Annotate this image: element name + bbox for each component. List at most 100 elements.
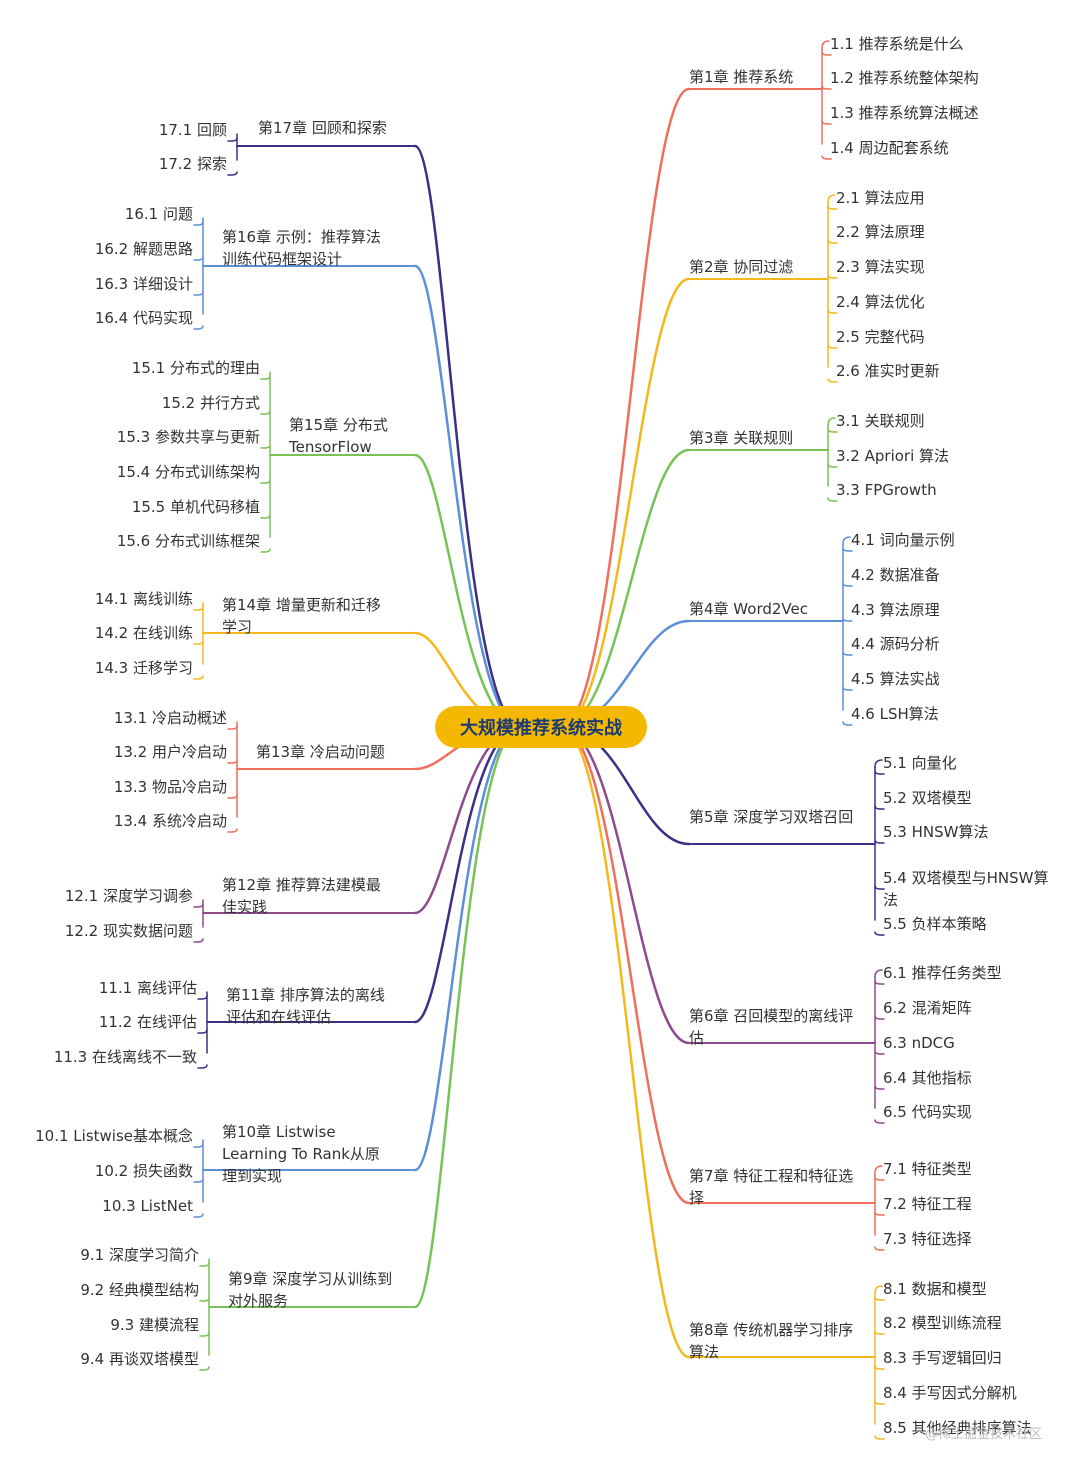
subtopic-node[interactable]: 4.4 源码分析 — [851, 635, 940, 653]
subtopic-node[interactable]: 2.3 算法实现 — [836, 258, 925, 276]
subtopic-node[interactable]: 16.1 问题 — [124, 205, 193, 223]
subtopic-node[interactable]: 9.1 深度学习简介 — [80, 1246, 199, 1264]
subtopic-node[interactable]: 5.3 HNSW算法 — [883, 823, 989, 841]
branch-line-left — [413, 453, 523, 729]
subtopic-node[interactable]: 11.2 在线评估 — [98, 1013, 197, 1031]
subtopic-node[interactable]: 13.4 系统冷启动 — [113, 812, 227, 830]
chapter-node[interactable]: 第6章 召回模型的离线评估 — [689, 1007, 854, 1047]
subtopic-node[interactable]: 8.4 手写因式分解机 — [883, 1384, 1017, 1402]
subtopic-node[interactable]: 13.1 冷启动概述 — [113, 709, 227, 727]
bracket-tick — [874, 885, 885, 890]
chapter-node[interactable]: 第5章 深度学习双塔召回 — [689, 808, 854, 826]
chapter-node[interactable]: 第3章 关联规则 — [689, 429, 794, 447]
subtopic-node[interactable]: 12.2 现实数据问题 — [64, 922, 193, 940]
subtopic-node[interactable]: 6.2 混淆矩阵 — [883, 999, 972, 1017]
subtopic-node[interactable]: 6.5 代码实现 — [883, 1103, 972, 1121]
subtopic-node[interactable]: 5.5 负样本策略 — [883, 915, 987, 933]
subtopic-node[interactable]: 15.1 分布式的理由 — [131, 359, 260, 377]
branch-line-left — [413, 264, 523, 729]
bracket-tick — [193, 325, 204, 330]
chapter-node[interactable]: 第1章 推荐系统 — [689, 68, 794, 86]
subtopic-node[interactable]: 2.2 算法原理 — [836, 223, 925, 241]
chapter-node[interactable]: 第16章 示例：推荐算法训练代码框架设计 — [222, 228, 381, 268]
chapter-node[interactable]: 第11章 排序算法的离线评估和在线评估 — [226, 986, 385, 1026]
bracket-tick — [193, 606, 204, 611]
bracket-top — [842, 536, 851, 545]
chapter-node[interactable]: 第15章 分布式 TensorFlow — [289, 416, 388, 456]
subtopic-node[interactable]: 17.2 探索 — [158, 155, 227, 173]
subtopic-node[interactable]: 13.3 物品冷启动 — [113, 778, 227, 796]
subtopic-node[interactable]: 15.2 并行方式 — [161, 394, 260, 412]
bracket-top — [874, 969, 883, 978]
subtopic-node[interactable]: 7.1 特征类型 — [883, 1160, 972, 1178]
subtopic-node[interactable]: 8.3 手写逻辑回归 — [883, 1349, 1002, 1367]
subtopic-node[interactable]: 9.3 建模流程 — [110, 1316, 199, 1334]
bracket-tick — [842, 686, 853, 691]
subtopic-node[interactable]: 10.2 损失函数 — [94, 1162, 193, 1180]
subtopic-node[interactable]: 14.2 在线训练 — [94, 624, 193, 642]
subtopic-node[interactable]: 1.4 周边配套系统 — [830, 139, 949, 157]
subtopic-node[interactable]: 4.2 数据准备 — [851, 566, 940, 584]
subtopic-node[interactable]: 14.3 迁移学习 — [94, 659, 193, 677]
subtopic-node[interactable]: 4.6 LSH算法 — [851, 705, 939, 723]
subtopic-node[interactable]: 4.5 算法实战 — [851, 670, 940, 688]
subtopic-node[interactable]: 11.3 在线离线不一致 — [53, 1048, 197, 1066]
subtopic-node[interactable]: 2.1 算法应用 — [836, 189, 925, 207]
bracket-tick — [260, 375, 271, 380]
subtopic-node[interactable]: 14.1 离线训练 — [94, 590, 193, 608]
chapter-node[interactable]: 第12章 推荐算法建模最佳实践 — [222, 876, 381, 916]
subtopic-node[interactable]: 3.1 关联规则 — [836, 412, 925, 430]
chapter-node[interactable]: 第9章 深度学习从训练到对外服务 — [228, 1270, 393, 1310]
bracket-tick — [827, 344, 838, 349]
subtopic-node[interactable]: 8.2 模型训练流程 — [883, 1314, 1002, 1332]
subtopic-node[interactable]: 16.2 解题思路 — [94, 240, 193, 258]
subtopic-node[interactable]: 11.1 离线评估 — [98, 979, 197, 997]
chapter-node[interactable]: 第4章 Word2Vec — [689, 600, 808, 618]
subtopic-node[interactable]: 15.6 分布式训练框架 — [116, 532, 260, 550]
subtopic-node[interactable]: 4.1 词向量示例 — [851, 531, 955, 549]
chapter-node[interactable]: 第17章 回顾和探索 — [258, 119, 387, 137]
subtopic-node[interactable]: 9.4 再谈双塔模型 — [80, 1350, 199, 1368]
subtopic-node[interactable]: 5.1 向量化 — [883, 754, 957, 772]
chapter-node[interactable]: 第2章 协同过滤 — [689, 258, 794, 276]
subtopic-node[interactable]: 7.2 特征工程 — [883, 1195, 972, 1213]
subtopic-node[interactable]: 1.3 推荐系统算法概述 — [830, 104, 979, 122]
subtopic-node[interactable]: 7.3 特征选择 — [883, 1230, 972, 1248]
bracket-tick — [827, 497, 838, 502]
subtopic-node[interactable]: 12.1 深度学习调参 — [64, 887, 193, 905]
chapter-node[interactable]: 第8章 传统机器学习排序算法 — [689, 1321, 854, 1361]
subtopic-node[interactable]: 16.4 代码实现 — [94, 309, 193, 327]
subtopic-node[interactable]: 6.3 nDCG — [883, 1034, 955, 1052]
chapter-node[interactable]: 第7章 特征工程和特征选择 — [689, 1167, 854, 1207]
subtopic-node[interactable]: 6.4 其他指标 — [883, 1069, 972, 1087]
bracket-tick — [227, 137, 238, 142]
subtopic-node[interactable]: 4.3 算法原理 — [851, 601, 940, 619]
subtopic-node[interactable]: 5.4 双塔模型与HNSW算法 — [883, 869, 1049, 909]
subtopic-node[interactable]: 10.1 Listwise基本概念 — [35, 1127, 193, 1145]
subtopic-node[interactable]: 6.1 推荐任务类型 — [883, 964, 1002, 982]
subtopic-node[interactable]: 5.2 双塔模型 — [883, 789, 972, 807]
subtopic-node[interactable]: 8.5 其他经典排序算法 — [883, 1419, 1032, 1437]
subtopic-node[interactable]: 10.3 ListNet — [102, 1197, 193, 1215]
bracket-tick — [199, 1332, 210, 1337]
subtopic-node[interactable]: 2.5 完整代码 — [836, 328, 925, 346]
chapter-node[interactable]: 第13章 冷启动问题 — [256, 743, 385, 761]
subtopic-node[interactable]: 2.4 算法优化 — [836, 293, 925, 311]
chapter-node[interactable]: 第10章 Listwise Learning To Rank从原理到实现 — [222, 1123, 380, 1185]
subtopic-node[interactable]: 9.2 经典模型结构 — [80, 1281, 199, 1299]
subtopic-node[interactable]: 1.2 推荐系统整体架构 — [830, 69, 979, 87]
subtopic-node[interactable]: 1.1 推荐系统是什么 — [830, 35, 964, 53]
subtopic-node[interactable]: 17.1 回顾 — [158, 121, 227, 139]
subtopic-node[interactable]: 16.3 详细设计 — [94, 275, 193, 293]
subtopic-node[interactable]: 3.3 FPGrowth — [836, 481, 937, 499]
subtopic-node[interactable]: 2.6 准实时更新 — [836, 362, 940, 380]
subtopic-node[interactable]: 15.5 单机代码移植 — [131, 498, 260, 516]
subtopic-node[interactable]: 8.1 数据和模型 — [883, 1280, 987, 1298]
bracket-tick — [827, 428, 838, 433]
subtopic-node[interactable]: 15.3 参数共享与更新 — [116, 428, 260, 446]
subtopic-node[interactable]: 13.2 用户冷启动 — [113, 743, 227, 761]
central-topic[interactable]: 大规模推荐系统实战 — [435, 706, 647, 748]
chapter-node[interactable]: 第14章 增量更新和迁移学习 — [222, 596, 381, 636]
subtopic-node[interactable]: 3.2 Apriori 算法 — [836, 447, 950, 465]
subtopic-node[interactable]: 15.4 分布式训练架构 — [116, 463, 260, 481]
